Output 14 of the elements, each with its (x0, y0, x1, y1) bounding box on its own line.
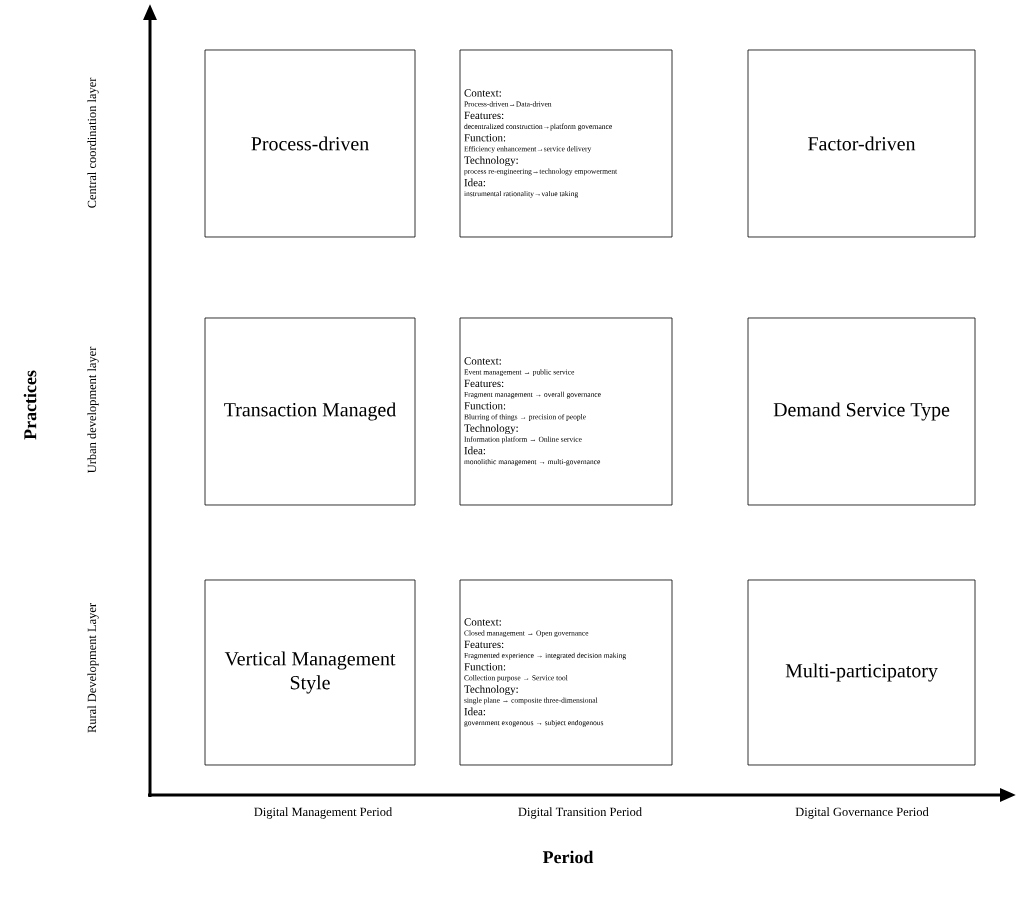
row-label: Urban development layer (87, 346, 99, 473)
category-box: Multi-participatory (747, 579, 976, 766)
category-box: Transaction Managed (204, 317, 416, 506)
category-box: Demand Service Type (747, 317, 976, 506)
axis-title: Practices (23, 370, 37, 440)
row-label: Rural Development Layer (87, 603, 99, 733)
category-box: Vertical Management Style (204, 579, 416, 766)
category-box: Factor-driven (747, 49, 976, 238)
column-label: Digital Management Period (254, 807, 393, 819)
axis-title: Period (542, 850, 594, 864)
row-label: Central coordination layer (87, 77, 99, 208)
column-label: Digital Transition Period (518, 807, 642, 819)
column-label: Digital Governance Period (795, 807, 929, 819)
category-box: Process-driven (204, 49, 416, 238)
